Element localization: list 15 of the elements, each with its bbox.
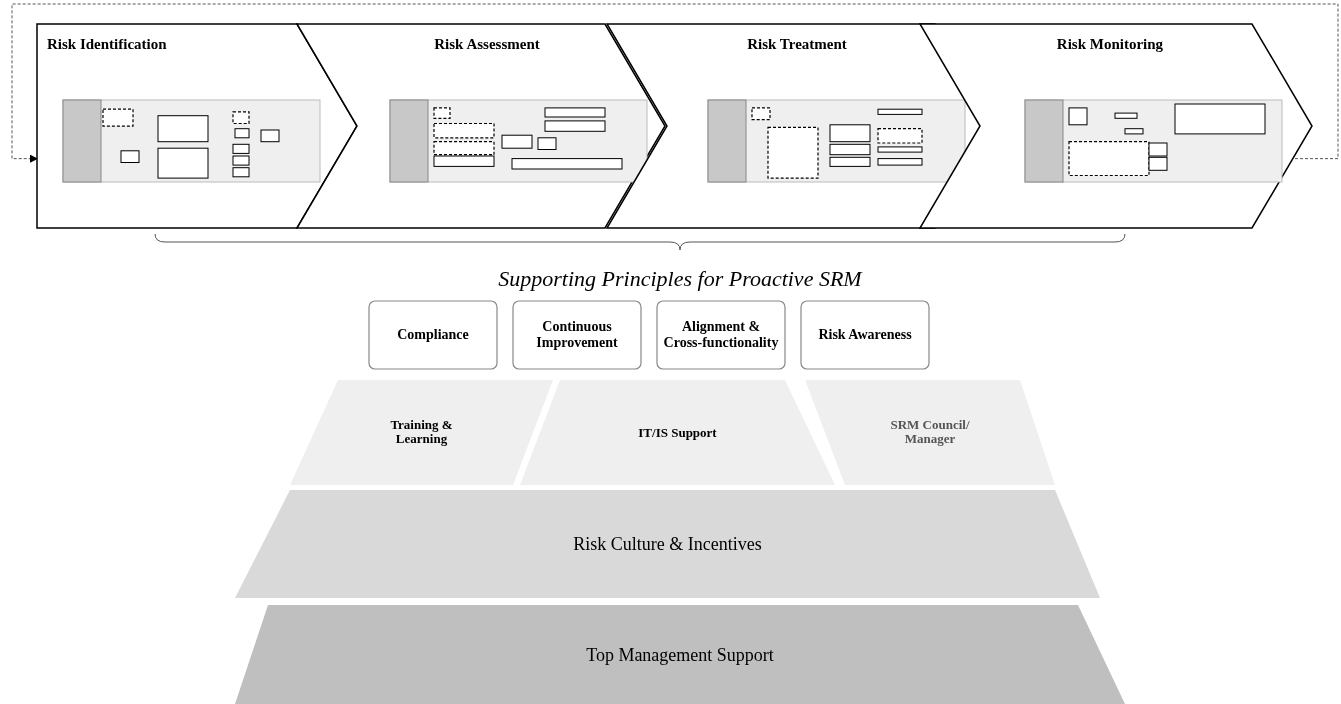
stage-title: Risk Treatment bbox=[746, 36, 848, 54]
stage-title: Risk Identification bbox=[47, 36, 168, 54]
tier-label: Training & Learning bbox=[389, 417, 454, 448]
tier-label: IT/IS Support bbox=[637, 425, 718, 440]
feedback-arrow bbox=[11, 3, 1339, 163]
stage-title: Risk Monitoring bbox=[1055, 36, 1165, 54]
tier-label: Risk Culture & Incentives bbox=[572, 533, 763, 555]
stage-title: Risk Assessment bbox=[433, 36, 541, 54]
principle-label: Compliance bbox=[396, 326, 470, 344]
principle-label: Risk Awareness bbox=[817, 326, 913, 344]
section-heading: Supporting Principles for Proactive SRM bbox=[497, 266, 864, 292]
tier-label: SRM Council/ Manager bbox=[889, 417, 971, 448]
principle-label: Alignment & Cross-functionality bbox=[662, 318, 780, 352]
principle-label: Continuous Improvement bbox=[535, 318, 619, 352]
tier-label: Top Management Support bbox=[585, 644, 775, 665]
